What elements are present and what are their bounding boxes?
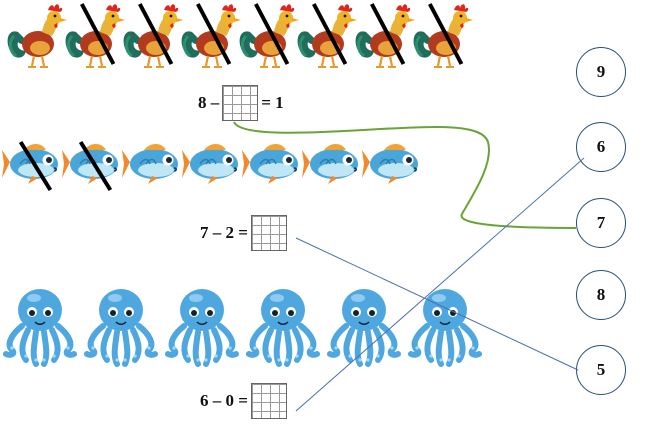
octopus-icon [246,289,320,367]
cross-mark [78,140,113,192]
rooster-icon [65,3,125,68]
cross-mark [428,3,464,65]
octopus-icon [84,289,158,367]
answer-box-1[interactable] [222,85,259,121]
rooster-icon [413,3,473,68]
fish-icon [62,140,118,192]
fish-icon [182,144,238,184]
fish-icon [2,140,58,192]
octopus-icon [327,289,401,367]
answer-circle-5[interactable]: 5 [576,345,626,395]
rooster-icon [239,3,299,68]
cross-mark [254,3,290,65]
cross-mark [370,3,406,65]
answer-circle-8[interactable]: 8 [576,270,626,320]
fish-icon [302,144,358,184]
equation-3: 6 – 0 = [200,382,290,420]
rooster-icon [123,3,183,68]
answer-circle-9[interactable]: 9 [576,47,626,97]
octopus-icon [165,289,239,367]
fish-icon [242,144,298,184]
fish-icon [362,144,418,184]
answer-circle-7[interactable]: 7 [576,198,626,248]
rooster-icon [297,3,357,68]
equation-1-right: = 1 [261,93,284,112]
rooster-row [0,2,480,70]
equation-3-left: 6 – 0 = [200,391,248,410]
equation-2-left: 7 – 2 = [200,223,248,242]
octopus-row [0,284,500,370]
answer-box-3[interactable] [250,383,287,419]
equation-1: 8 – = 1 [198,84,284,122]
rooster-icon [355,3,415,68]
fish-row [0,140,440,202]
equation-2: 7 – 2 = [200,214,290,252]
cross-mark [196,3,232,65]
cross-mark [18,140,53,192]
octopus-icon [408,289,482,367]
equation-1-left: 8 – [198,93,220,112]
cross-mark [312,3,348,65]
cross-mark [80,3,116,65]
rooster-icon [181,3,241,68]
rooster-icon [7,4,67,68]
answer-circle-6[interactable]: 6 [576,122,626,172]
fish-icon [122,144,178,184]
octopus-icon [3,289,77,367]
cross-mark [138,3,174,65]
answer-box-2[interactable] [250,215,287,251]
